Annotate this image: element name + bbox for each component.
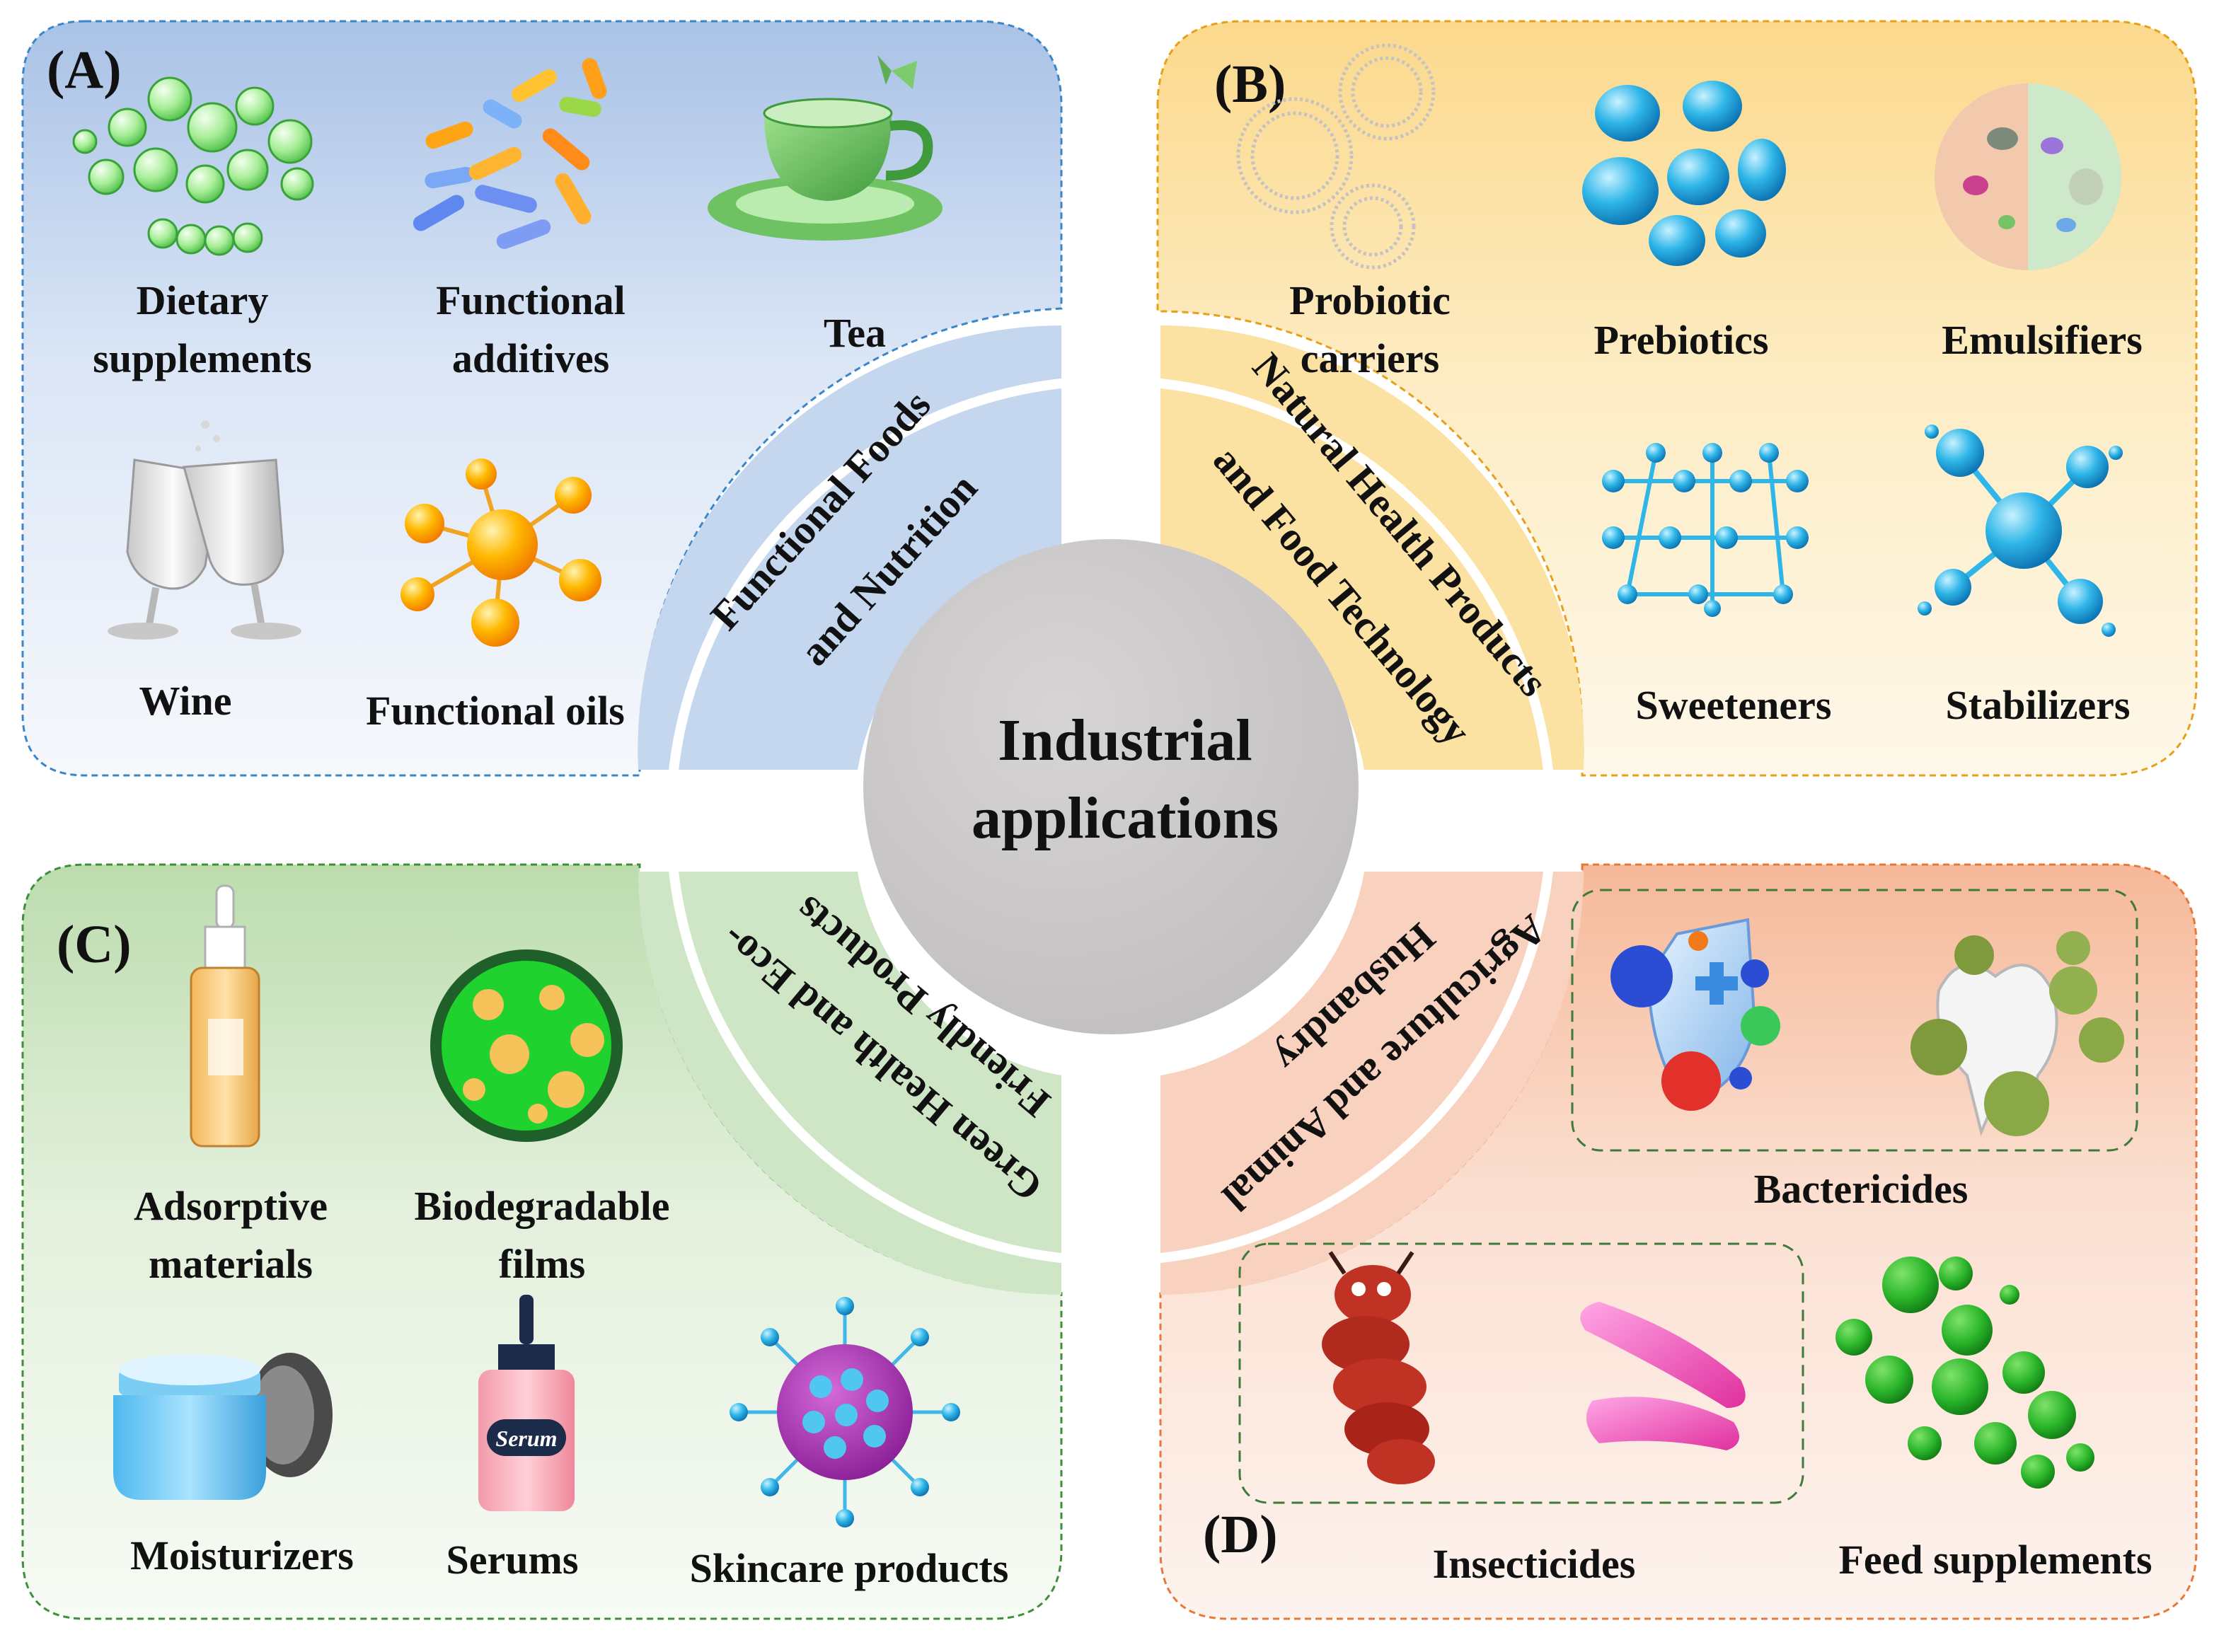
label-dietary-line1: Dietary [137, 277, 269, 323]
label-prebiotics: Prebiotics [1594, 317, 1769, 363]
center-title-line2: applications [972, 785, 1279, 851]
label-emulsifiers: Emulsifiers [1942, 317, 2143, 363]
skincare-particle-icon [730, 1297, 960, 1527]
label-skincare: Skincare products [690, 1545, 1009, 1591]
label-films-line2: films [499, 1241, 585, 1287]
label-additives-line1: Functional [436, 277, 626, 323]
sweetener-lattice-icon [1602, 443, 1809, 617]
label-adsorptive-line2: materials [149, 1241, 313, 1287]
label-moisturizers: Moisturizers [130, 1532, 354, 1578]
moisturizer-jar-icon [113, 1353, 333, 1500]
serum-bottle-icon [478, 1295, 575, 1511]
green-granules-icon [1835, 1257, 2094, 1489]
bactericides-box [1571, 889, 2138, 1152]
label-tea: Tea [824, 310, 886, 356]
label-oils: Functional oils [366, 688, 625, 734]
wine-glasses-icon [108, 420, 301, 640]
molecule-oil-icon [400, 458, 601, 647]
emulsion-microbes-icon [1935, 83, 2121, 270]
petri-dish-icon [430, 949, 623, 1142]
label-additives-line2: additives [452, 335, 609, 381]
label-probiotic-line1: Probiotic [1289, 277, 1451, 323]
tea-cup-icon [708, 55, 943, 241]
label-dietary-line2: supplements [93, 335, 311, 381]
wedge-d [1160, 872, 1584, 1295]
label-sweeteners: Sweeteners [1635, 682, 1831, 728]
panel-letter-d: (D) [1203, 1505, 1278, 1564]
label-serums: Serums [446, 1537, 579, 1583]
green-bubbles-icon [72, 76, 314, 256]
panel-letter-b: (B) [1214, 54, 1286, 114]
wedge-a [638, 325, 1061, 770]
dropper-bottle-icon [190, 884, 260, 1148]
label-wine: Wine [139, 678, 231, 724]
separator-ring [666, 376, 1556, 1266]
serum-bottle-label: Serum [495, 1426, 557, 1451]
label-probiotic-line2: carriers [1301, 335, 1439, 381]
label-stabilizers: Stabilizers [1946, 682, 2131, 728]
label-adsorptive-line1: Adsorptive [134, 1183, 328, 1229]
label-feed: Feed supplements [1838, 1537, 2152, 1583]
center-circle [863, 539, 1359, 1034]
label-insecticides: Insecticides [1433, 1541, 1636, 1587]
wedge-b [1160, 325, 1584, 770]
shield-virus-icon [1610, 918, 1780, 1111]
panel-letter-a: (A) [47, 40, 122, 100]
panel-letter-c: (C) [57, 915, 132, 974]
stabilizer-molecule-icon [1918, 424, 2123, 637]
prebiotic-cells-icon [1582, 81, 1786, 266]
liposome-icon [1236, 43, 1436, 270]
tooth-germs-icon [1910, 931, 2124, 1137]
bug-monster-icon [1322, 1251, 1435, 1484]
insecticides-box [1238, 1242, 1804, 1504]
center-title-line1: Industrial [998, 707, 1252, 773]
label-films-line1: Biodegradable [415, 1183, 670, 1229]
label-bactericides: Bactericides [1754, 1166, 1969, 1212]
capsules-icon [413, 58, 607, 249]
wedge-c [638, 872, 1061, 1295]
pink-larvae-icon [1580, 1302, 1746, 1450]
